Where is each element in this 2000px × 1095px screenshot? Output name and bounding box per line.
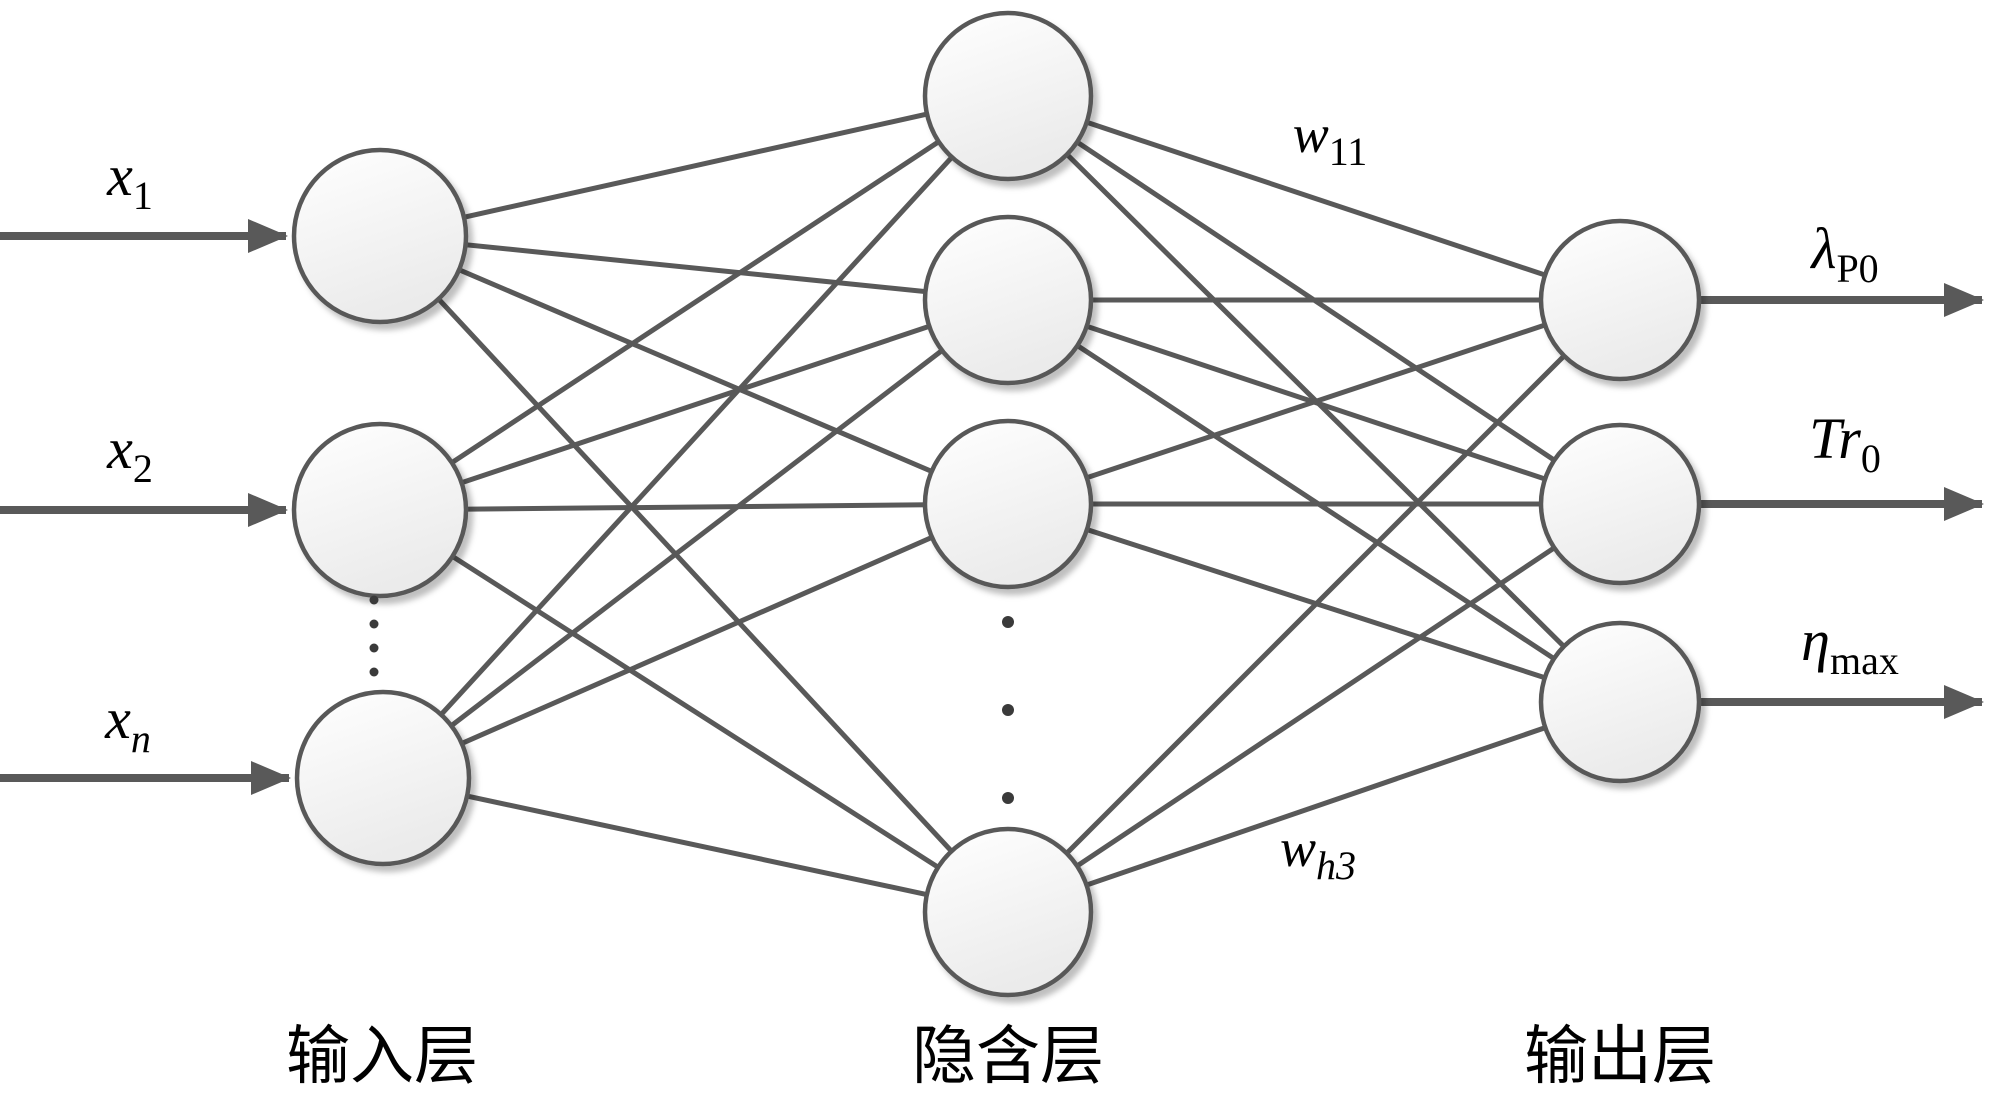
hidden-layer-caption: 隐含层 — [912, 1020, 1104, 1094]
input-ellipsis — [369, 595, 379, 677]
connection-line — [379, 501, 1009, 513]
ellipsis-dot — [1002, 616, 1014, 628]
connection-line — [379, 233, 1009, 507]
connection-line — [381, 94, 1010, 780]
weight-label-wh3: wh3 — [1280, 818, 1356, 888]
output-label-tr0: Tr0 — [1809, 406, 1881, 481]
input-label-x1: x1 — [106, 143, 153, 218]
hidden-node — [922, 214, 1094, 386]
connection-line — [378, 507, 1010, 915]
input-arrows — [0, 219, 291, 795]
hidden-node — [922, 418, 1094, 590]
input-label-x2: x2 — [106, 416, 153, 491]
output-labels: λP0 Tr0 ηmax — [1801, 216, 1899, 683]
hidden-node — [922, 826, 1094, 998]
input-layer-nodes — [291, 147, 472, 867]
ellipsis-dot — [369, 667, 379, 677]
output-layer-nodes — [1538, 218, 1702, 784]
ellipsis-dot — [1002, 704, 1014, 716]
connection-line — [381, 501, 1010, 781]
layer-captions: 输入层 隐含层 输出层 — [286, 1020, 1716, 1094]
connection-line — [379, 93, 1009, 239]
connection-line — [1006, 298, 1622, 914]
connection-line — [378, 234, 1010, 914]
input-labels: x1 x2 xn — [104, 143, 153, 761]
connection-line — [378, 93, 1010, 513]
output-label-eta-max: ηmax — [1801, 608, 1899, 683]
weight-labels: w11 wh3 — [1280, 104, 1367, 888]
hidden-ellipsis — [1002, 616, 1014, 804]
output-node — [1538, 218, 1702, 382]
ellipsis-dot — [369, 595, 379, 605]
input-label-xn: xn — [104, 686, 151, 761]
ellipsis-dot — [369, 619, 379, 629]
input-node — [291, 147, 469, 325]
ellipsis-dot — [369, 643, 379, 653]
input-node — [291, 421, 469, 599]
connection-line — [1006, 501, 1622, 915]
output-node — [1538, 422, 1702, 586]
connection-line — [1007, 699, 1621, 915]
connection-line — [379, 233, 1009, 303]
hidden-node — [922, 10, 1094, 182]
connection-line — [1006, 297, 1622, 705]
output-arrows — [1699, 283, 1984, 719]
input-node — [294, 689, 472, 867]
output-node — [1538, 620, 1702, 784]
connection-line — [1007, 93, 1621, 303]
input-layer-caption: 输入层 — [286, 1020, 478, 1094]
connection-line — [382, 775, 1009, 915]
connection-line — [1006, 94, 1622, 704]
connection-line — [1007, 297, 1621, 507]
output-layer-caption: 输出层 — [1524, 1020, 1716, 1094]
input-hidden-connections — [378, 93, 1010, 915]
connection-line — [379, 297, 1009, 513]
output-label-lambda-p0: λP0 — [1809, 216, 1878, 291]
weight-label-w11: w11 — [1293, 104, 1368, 174]
hidden-layer-nodes — [922, 10, 1094, 998]
hidden-output-connections — [1006, 93, 1622, 915]
connection-line — [381, 298, 1010, 780]
ellipsis-dot — [1002, 792, 1014, 804]
